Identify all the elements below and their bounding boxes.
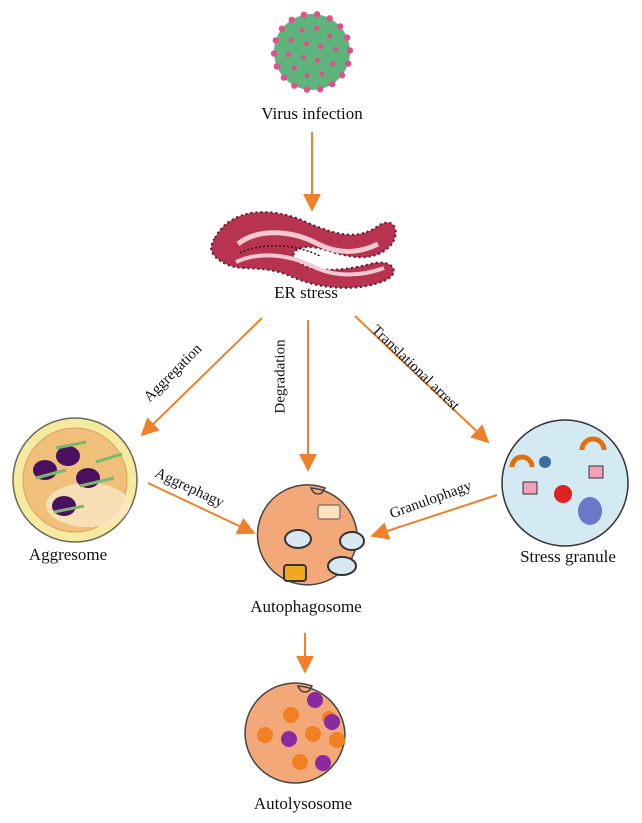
virus-icon: [270, 11, 354, 93]
autophagosome-label: Autophagosome: [250, 597, 362, 616]
stress-granule-icon: [501, 419, 629, 547]
aggresome-icon: [12, 417, 138, 543]
autolysosome-icon: [244, 682, 346, 784]
aggresome-label: Aggresome: [28, 545, 108, 564]
autolysosome-label: Autolysosome: [253, 794, 353, 813]
arrow-er-stress-granule: [354, 315, 490, 444]
er-icon: [210, 211, 397, 289]
autophagosome-icon: [256, 484, 365, 586]
virus-infection-label: Virus infection: [261, 104, 363, 123]
degradation-label: Degradation: [272, 339, 289, 414]
er-stress-label: ER stress: [274, 283, 338, 302]
arrow-stress-granule-autophagosome: [370, 494, 498, 540]
stress-granule-label: Stress granule: [520, 547, 616, 566]
arrow-aggresome-autophagosome: [147, 482, 256, 535]
arrow-er-aggresome: [140, 317, 263, 437]
